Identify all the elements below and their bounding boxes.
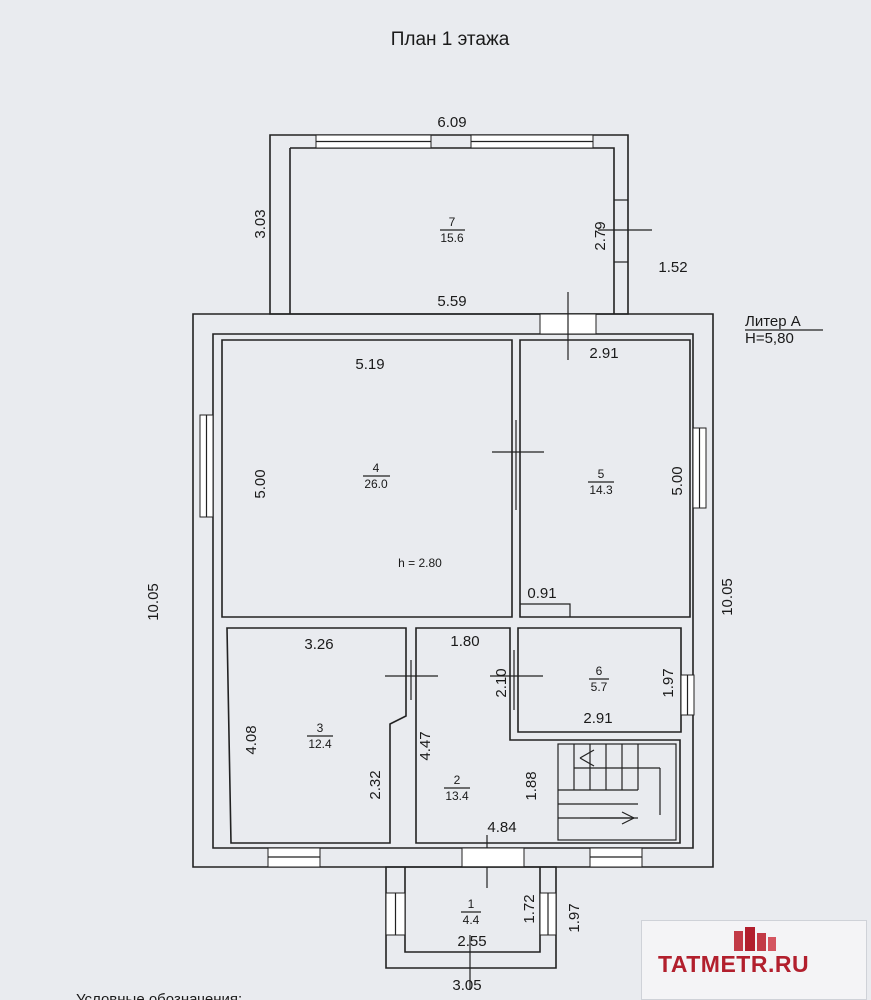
dimension: 1.97 (660, 668, 677, 697)
logo-text: TATMETR.RU (658, 951, 810, 977)
legend-title: Условные обозначения: (76, 991, 242, 1000)
dimension: 2.79 (592, 221, 609, 250)
dimension: 3.05 (452, 977, 481, 994)
liter-name: Литер А (745, 313, 801, 330)
room-area: 12.4 (308, 737, 332, 751)
dimension: 5.00 (669, 466, 686, 495)
room-area: 26.0 (364, 477, 388, 491)
room-area: 15.6 (440, 231, 464, 245)
dimension: 2.55 (457, 933, 486, 950)
room-area: 5.7 (591, 680, 608, 694)
dimension: 5.19 (355, 356, 384, 373)
liter-height: Н=5,80 (745, 330, 794, 347)
ceiling-height: h = 2.80 (398, 556, 442, 570)
dimension: 6.09 (437, 114, 466, 131)
main-walls (192, 292, 714, 888)
building-logo-icon (734, 927, 776, 951)
dimension: 1.97 (566, 903, 583, 932)
dimension: 2.32 (367, 770, 384, 799)
staircase-icon (557, 743, 677, 841)
room-1-walls (385, 866, 557, 990)
dimension: 5.00 (252, 469, 269, 498)
room-7-walls (269, 134, 652, 315)
room-number: 3 (317, 721, 324, 735)
dimension: 10.05 (719, 578, 736, 616)
dimension: 3.03 (252, 209, 269, 238)
room-number: 1 (468, 897, 475, 911)
dimension: 1.52 (658, 259, 687, 276)
room-number: 7 (449, 215, 456, 229)
dimension: 1.80 (450, 633, 479, 650)
dimension: 5.59 (437, 293, 466, 310)
room-number: 6 (596, 664, 603, 678)
dimension: 2.91 (589, 345, 618, 362)
dimension: 1.88 (523, 771, 540, 800)
dimension: 2.91 (583, 710, 612, 727)
room-labels: 7 15.6 4 26.0 5 14.3 6 5.7 3 12.4 2 13.4… (307, 215, 614, 927)
room-number: 2 (454, 773, 461, 787)
room-area: 13.4 (445, 789, 469, 803)
dimension: 4.84 (487, 819, 516, 836)
door-opening-icon (461, 847, 525, 868)
dimension-labels: 6.09 3.03 2.79 1.52 5.59 5.19 2.91 5.00 … (145, 114, 736, 994)
room-number: 5 (598, 467, 605, 481)
dimension: 1.72 (521, 894, 538, 923)
room-number: 4 (373, 461, 380, 475)
dimension: 10.05 (145, 583, 162, 621)
room-area: 4.4 (463, 913, 480, 927)
dimension: 4.47 (417, 731, 434, 760)
watermark-logo: TATMETR.RU (641, 920, 867, 1000)
dimension: 2.10 (493, 668, 510, 697)
dimension: 4.08 (243, 725, 260, 754)
room-area: 14.3 (589, 483, 613, 497)
plan-title: План 1 этажа (391, 29, 510, 50)
dimension: 0.91 (527, 585, 556, 602)
dimension: 3.26 (304, 636, 333, 653)
